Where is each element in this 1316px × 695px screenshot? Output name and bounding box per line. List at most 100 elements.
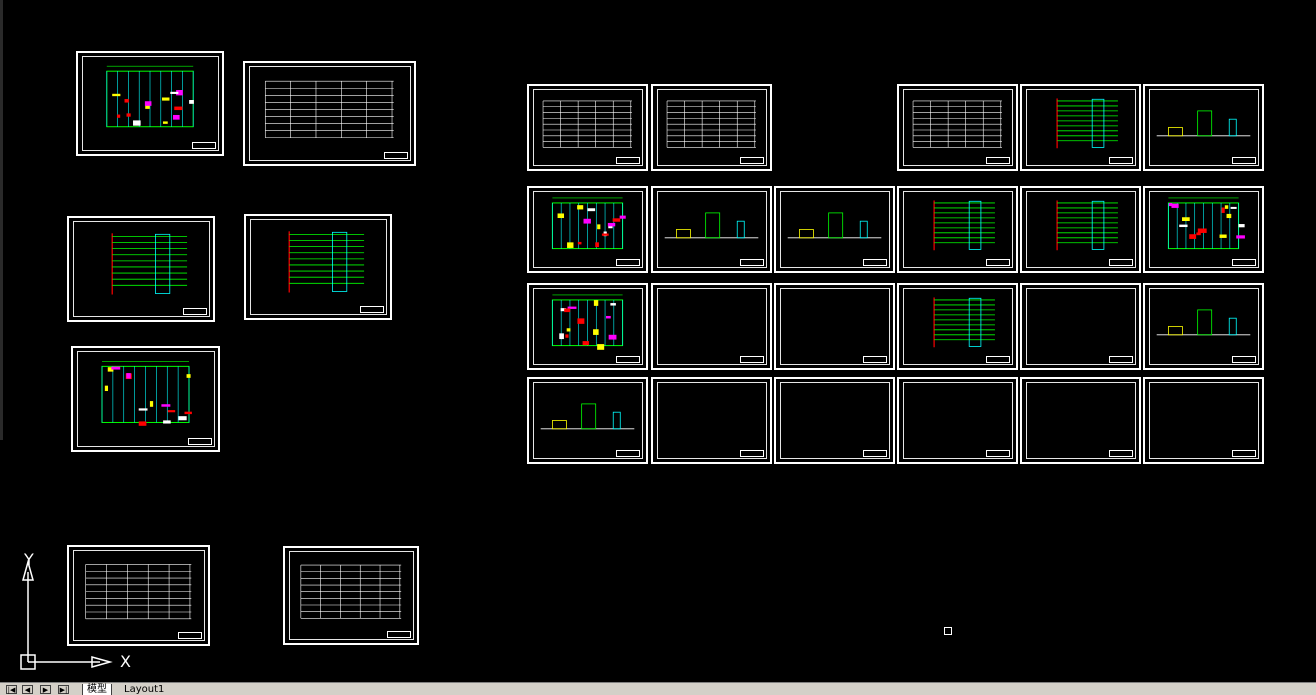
sheet-drawing <box>264 80 394 139</box>
drawing-sheet[interactable] <box>774 283 895 370</box>
sheet-drawing <box>551 197 626 250</box>
sheet-drawing <box>111 233 188 295</box>
last-tab-button[interactable]: ▶| <box>58 685 69 694</box>
sheet-drawing <box>85 564 192 620</box>
tab-model[interactable]: 模型 <box>82 684 112 695</box>
sheet-frame <box>533 191 643 268</box>
title-block <box>616 356 640 363</box>
first-tab-button[interactable]: |◀ <box>6 685 17 694</box>
drawing-sheet[interactable] <box>651 186 772 273</box>
drawing-sheet[interactable] <box>774 186 895 273</box>
sheet-frame <box>533 288 643 365</box>
crosshair-cursor <box>944 627 952 635</box>
drawing-sheet[interactable] <box>67 216 215 322</box>
drawing-sheet[interactable] <box>283 546 419 645</box>
sheet-drawing <box>1156 110 1251 137</box>
drawing-sheet[interactable] <box>1020 377 1141 464</box>
sheet-frame <box>249 66 411 161</box>
sheet-frame <box>1149 288 1259 365</box>
sheet-frame <box>533 382 643 459</box>
title-block <box>178 632 202 639</box>
sheet-drawing <box>542 100 632 148</box>
sheet-frame <box>1149 89 1259 166</box>
drawing-sheet[interactable] <box>76 51 224 156</box>
drawing-sheet[interactable] <box>527 283 648 370</box>
title-block <box>863 259 887 266</box>
title-block <box>384 152 408 159</box>
tab-layout1[interactable]: Layout1 <box>124 684 165 695</box>
sheet-drawing <box>664 212 759 239</box>
title-block <box>986 356 1010 363</box>
drawing-sheet[interactable] <box>1020 84 1141 171</box>
sheet-frame <box>657 382 767 459</box>
sheet-drawing <box>1056 200 1118 251</box>
drawing-sheet[interactable] <box>1143 84 1264 171</box>
sheet-frame <box>657 288 767 365</box>
title-block <box>1232 157 1256 164</box>
sheet-frame <box>780 288 890 365</box>
drawing-sheet[interactable] <box>1143 186 1264 273</box>
title-block <box>1109 356 1133 363</box>
drawing-sheet[interactable] <box>1020 283 1141 370</box>
layout-tab-bar: |◀ ◀ ▶ ▶| 模型 Layout1 <box>0 682 1316 695</box>
drawing-sheet[interactable] <box>71 346 220 452</box>
drawing-sheet[interactable] <box>67 545 210 646</box>
sheet-drawing <box>101 361 192 426</box>
title-block <box>616 259 640 266</box>
sheet-frame <box>289 551 414 640</box>
sheet-frame <box>1026 382 1136 459</box>
sheet-frame <box>903 382 1013 459</box>
drawing-sheet[interactable] <box>244 214 392 320</box>
sheet-frame <box>903 288 1013 365</box>
drawing-sheet[interactable] <box>651 283 772 370</box>
drawing-sheet[interactable] <box>527 377 648 464</box>
canvas-edge <box>0 0 3 440</box>
sheet-frame <box>657 191 767 268</box>
drawing-sheet[interactable] <box>527 84 648 171</box>
drawing-sheet[interactable] <box>651 84 772 171</box>
drawing-sheet[interactable] <box>897 283 1018 370</box>
drawing-sheet[interactable] <box>1020 186 1141 273</box>
sheet-frame <box>250 219 387 315</box>
sheet-frame <box>77 351 215 447</box>
sheet-frame <box>1026 89 1136 166</box>
drawing-sheet[interactable] <box>651 377 772 464</box>
drawing-sheet[interactable] <box>1143 283 1264 370</box>
sheet-frame <box>903 191 1013 268</box>
title-block <box>1232 450 1256 457</box>
title-block <box>986 157 1010 164</box>
drawing-sheet[interactable] <box>897 186 1018 273</box>
prev-tab-button[interactable]: ◀ <box>22 685 33 694</box>
drawing-sheet[interactable] <box>243 61 416 166</box>
title-block <box>188 438 212 445</box>
drawing-sheet[interactable] <box>897 377 1018 464</box>
sheet-frame <box>1026 288 1136 365</box>
title-block <box>1109 450 1133 457</box>
ucs-x-label: X <box>120 652 131 671</box>
sheet-drawing <box>300 564 402 619</box>
drawing-sheet[interactable] <box>774 377 895 464</box>
sheet-drawing <box>1056 98 1118 149</box>
title-block <box>740 356 764 363</box>
ucs-y-label: Y <box>24 550 34 569</box>
next-tab-button[interactable]: ▶ <box>40 685 51 694</box>
sheet-drawing <box>1167 197 1245 250</box>
drawing-sheet[interactable] <box>897 84 1018 171</box>
sheet-drawing <box>787 212 882 239</box>
sheet-frame <box>73 221 210 317</box>
sheet-frame <box>73 550 205 641</box>
ucs-icon: Y X <box>14 550 144 675</box>
sheet-drawing <box>1156 309 1251 336</box>
title-block <box>1232 259 1256 266</box>
title-block <box>1109 259 1133 266</box>
title-block <box>863 450 887 457</box>
title-block <box>192 142 216 149</box>
sheet-frame <box>1149 382 1259 459</box>
title-block <box>740 157 764 164</box>
title-block <box>616 450 640 457</box>
drawing-sheet[interactable] <box>1143 377 1264 464</box>
title-block <box>740 450 764 457</box>
drawing-sheet[interactable] <box>527 186 648 273</box>
sheet-frame <box>903 89 1013 166</box>
